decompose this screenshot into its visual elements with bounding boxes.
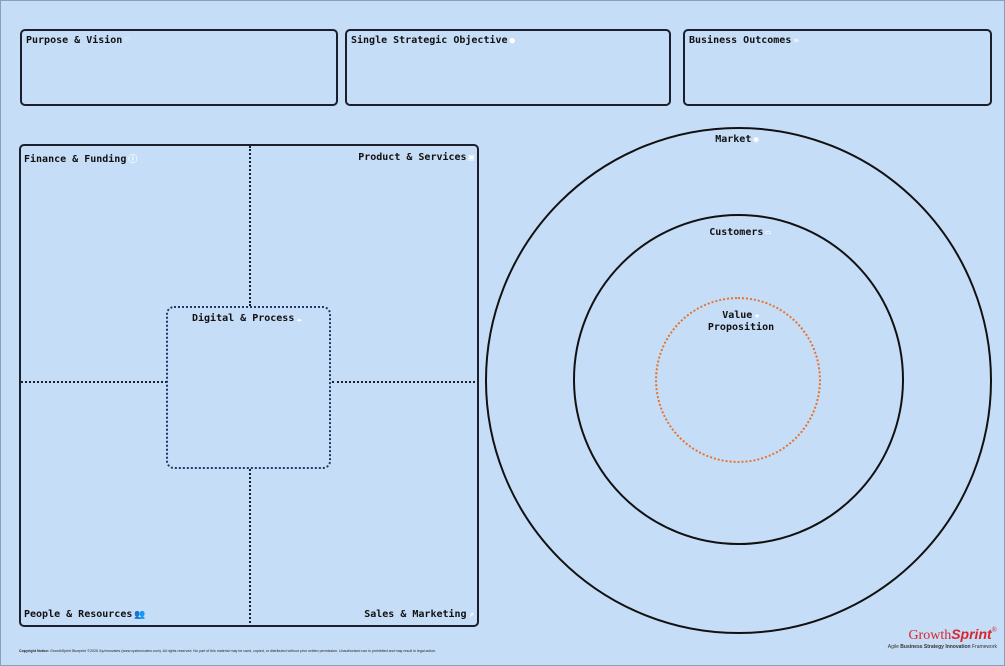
market-circle[interactable]: [485, 127, 992, 634]
divider: [332, 381, 479, 383]
digital-label: Digital & Process: [192, 313, 295, 324]
purpose-vision-label: Purpose & Vision: [26, 35, 123, 46]
logo-sprint: Sprint: [951, 626, 992, 642]
digital-process-box[interactable]: Digital & Process☁: [166, 306, 331, 469]
tagline-post: Framework: [970, 644, 997, 650]
divider: [249, 146, 251, 306]
heart-icon: ♡: [124, 36, 130, 46]
product-quadrant[interactable]: Product & Services▣: [358, 152, 474, 163]
star-icon: ★: [754, 311, 760, 321]
cloud-icon: ☁: [296, 314, 302, 324]
value-proposition-circle[interactable]: [655, 297, 821, 463]
box-icon: ▣: [468, 153, 474, 163]
strategic-objective-box[interactable]: Single Strategic Objective●: [345, 29, 671, 106]
customers-label-group: Customers▭: [709, 227, 771, 238]
value-proposition-label: Value★ Proposition: [708, 310, 774, 334]
tagline-bold: Business Strategy Innovation: [900, 644, 971, 650]
product-label: Product & Services: [358, 152, 467, 163]
sales-quadrant[interactable]: Sales & Marketing↗: [364, 609, 474, 620]
divider: [249, 469, 251, 627]
copyright-title: Copyright Notice:: [19, 649, 50, 653]
info-icon: ⓘ: [128, 155, 138, 165]
customers-label: Customers: [709, 227, 764, 238]
logo-reg: ®: [991, 626, 997, 634]
copyright-notice: Copyright Notice: GrowthSprint Blueprint…: [19, 649, 436, 653]
chevrons-icon: »: [793, 36, 799, 46]
chart-icon: ↗: [468, 610, 474, 620]
growthsprint-logo: GrowthSprint® Agile Business Strategy In…: [888, 626, 997, 650]
sales-label: Sales & Marketing: [364, 609, 467, 620]
target-icon: ●: [509, 36, 515, 46]
strategic-objective-label: Single Strategic Objective: [351, 35, 508, 46]
tagline-pre: Agile: [887, 644, 901, 650]
divider: [21, 381, 167, 383]
customers-circle[interactable]: [573, 214, 904, 545]
card-icon: ▭: [765, 228, 771, 238]
value-line1: Value: [722, 310, 753, 321]
people-quadrant[interactable]: People & Resources👥: [24, 609, 146, 620]
people-label: People & Resources: [24, 609, 133, 620]
market-label-group: Market◉: [715, 134, 759, 145]
market-label: Market: [715, 134, 752, 145]
logo-growth: Growth: [908, 628, 952, 643]
globe-icon: ◉: [753, 135, 759, 145]
value-line2: Proposition: [707, 322, 775, 333]
finance-label: Finance & Funding: [24, 154, 127, 165]
purpose-vision-box[interactable]: Purpose & Vision♡: [20, 29, 338, 106]
business-outcomes-label: Business Outcomes: [689, 35, 792, 46]
copyright-text: GrowthSprint Blueprint ©2025 Xyzinnovate…: [50, 649, 437, 653]
business-outcomes-box[interactable]: Business Outcomes»: [683, 29, 992, 106]
people-icon: 👥: [134, 610, 146, 620]
